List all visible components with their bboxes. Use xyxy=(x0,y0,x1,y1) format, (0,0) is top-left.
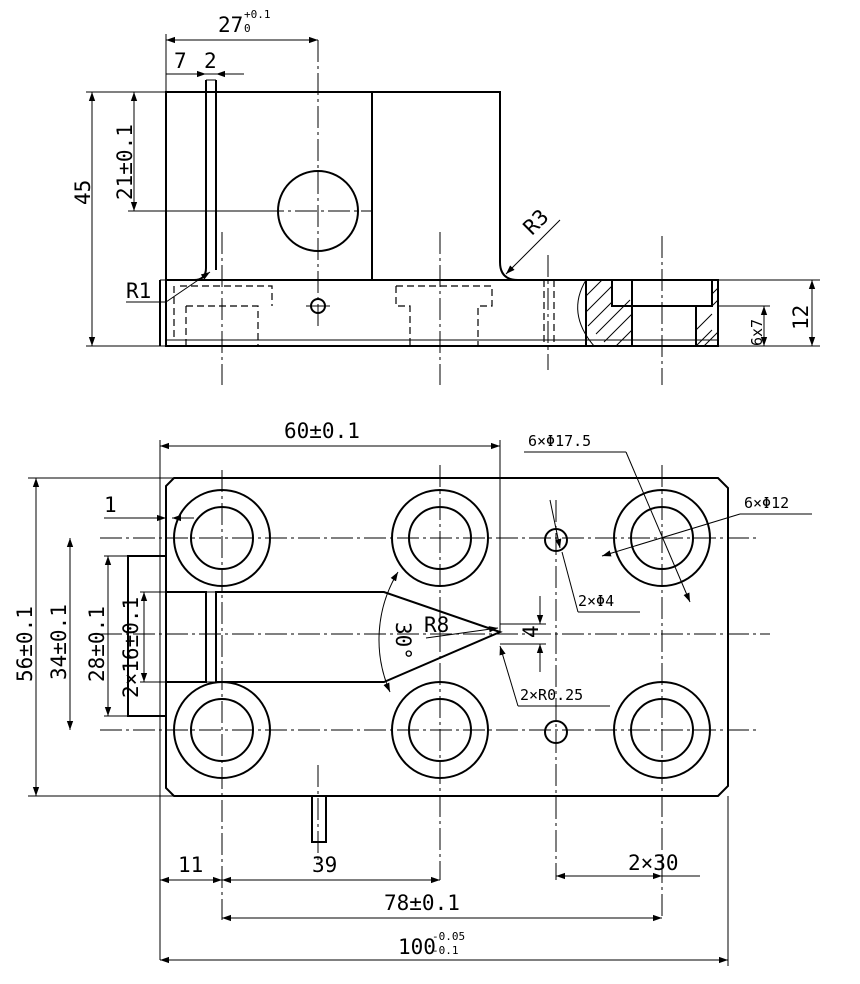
dim-27: 27 xyxy=(218,13,243,37)
top-view: 60±0.1 6×Φ17.5 6×Φ12 2×Φ4 1 56±0.1 34±0.… xyxy=(13,419,812,966)
dim-45: 45 xyxy=(71,180,95,205)
dim-60: 60±0.1 xyxy=(284,419,360,443)
base-outline xyxy=(165,279,719,347)
dim-6xphi12: 6×Φ12 xyxy=(744,494,789,512)
dim-7: 7 xyxy=(174,49,187,73)
dim-6x7: 6x7 xyxy=(748,319,766,346)
dim-2xphi4: 2×Φ4 xyxy=(578,592,614,610)
dim-r8: R8 xyxy=(424,613,449,637)
v-channel xyxy=(215,591,503,683)
dim-12: 12 xyxy=(789,305,813,330)
dim-1: 1 xyxy=(104,493,117,517)
upright-outline xyxy=(165,91,519,281)
dim-4: 4 xyxy=(519,625,543,638)
section-hatch xyxy=(585,279,719,347)
section-left xyxy=(585,279,633,347)
dim-2x16: 2×16±0.1 xyxy=(119,597,143,698)
dim-r1: R1 xyxy=(126,279,151,303)
plate-outline xyxy=(165,477,729,797)
dim-34: 34±0.1 xyxy=(47,604,71,680)
dim-6xphi17-5: 6×Φ17.5 xyxy=(528,432,591,450)
dim-2xr0-25: 2×R0.25 xyxy=(520,686,583,704)
front-view: 27 +0.1 0 7 2 45 21±0.1 R1 R3 12 6x7 xyxy=(71,8,820,385)
dim-2: 2 xyxy=(204,49,217,73)
dim-30-deg: 30° xyxy=(391,622,415,660)
dim-100-tol-lower: -0.1 xyxy=(432,944,459,957)
dim-r3: R3 xyxy=(519,205,554,240)
dim-2x30: 2×30 xyxy=(628,851,679,875)
side-tab xyxy=(127,555,166,717)
dim-39: 39 xyxy=(312,853,337,877)
dim-78: 78±0.1 xyxy=(384,891,460,915)
dim-56: 56±0.1 xyxy=(13,606,37,682)
slot-outline xyxy=(193,80,217,281)
dim-27-tol-upper: +0.1 xyxy=(244,8,271,21)
dim-28: 28±0.1 xyxy=(85,606,109,682)
dim-27-tol-lower: 0 xyxy=(244,22,251,35)
dim-100: 100 xyxy=(398,935,436,959)
dim-100-tol-upper: -0.05 xyxy=(432,930,465,943)
dim-21: 21±0.1 xyxy=(113,124,137,200)
slot-projection xyxy=(311,796,327,843)
dim-11: 11 xyxy=(178,853,203,877)
